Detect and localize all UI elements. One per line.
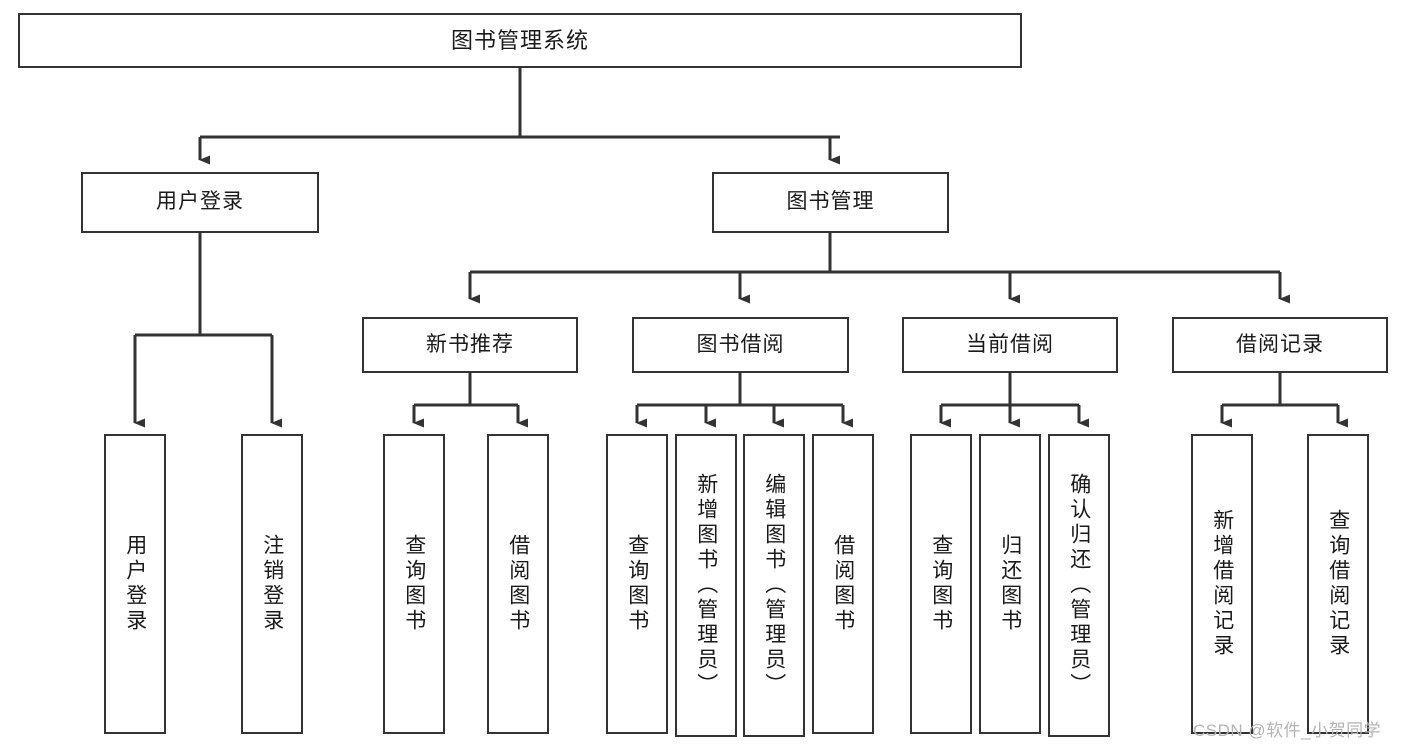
leaf-borrow-book-1-label: 借阅图书 [506,534,530,634]
leaf-borrow-book-2-label: 借阅图书 [831,534,855,634]
leaf-query-record-label: 查询借阅记录 [1326,509,1350,659]
node-book-manage[interactable]: 图书管理 [712,172,949,233]
leaf-borrow-book-2[interactable]: 借阅图书 [812,434,874,734]
leaf-borrow-book-1[interactable]: 借阅图书 [487,434,549,734]
leaf-query-book-2-label: 查询图书 [625,534,649,634]
leaf-confirm-return-label: 确认归还（管理员） [1067,473,1091,698]
leaf-add-book[interactable]: 新增图书（管理员） [675,434,737,737]
leaf-confirm-return[interactable]: 确认归还（管理员） [1048,434,1110,737]
node-user-login-label: 用户登录 [156,190,244,214]
leaf-add-book-label: 新增图书（管理员） [694,473,718,698]
node-new-book-recommend[interactable]: 新书推荐 [362,317,578,373]
node-root[interactable]: 图书管理系统 [18,13,1022,68]
node-current-borrow-label: 当前借阅 [966,332,1054,356]
leaf-edit-book[interactable]: 编辑图书（管理员） [743,434,805,737]
leaf-add-record[interactable]: 新增借阅记录 [1191,434,1253,734]
leaf-query-record[interactable]: 查询借阅记录 [1307,434,1369,734]
leaf-logout-label: 注销登录 [260,534,284,634]
node-borrow-record-label: 借阅记录 [1236,332,1324,356]
node-book-borrow-label: 图书借阅 [696,332,785,356]
node-user-login[interactable]: 用户登录 [81,172,319,233]
leaf-query-book-3-label: 查询图书 [929,534,953,634]
node-borrow-record[interactable]: 借阅记录 [1172,317,1388,373]
leaf-query-book-1[interactable]: 查询图书 [383,434,445,734]
leaf-logout[interactable]: 注销登录 [241,434,303,734]
node-current-borrow[interactable]: 当前借阅 [902,317,1118,373]
leaf-query-book-1-label: 查询图书 [402,534,426,634]
leaf-add-record-label: 新增借阅记录 [1210,509,1234,659]
leaf-query-book-3[interactable]: 查询图书 [910,434,972,734]
leaf-user-login[interactable]: 用户登录 [104,434,166,734]
watermark: CSDN @软件_小贺同学 [1193,721,1382,740]
node-root-label: 图书管理系统 [450,27,589,53]
leaf-user-login-label: 用户登录 [123,534,147,634]
node-new-book-recommend-label: 新书推荐 [426,332,514,356]
leaf-return-book[interactable]: 归还图书 [979,434,1041,734]
leaf-return-book-label: 归还图书 [998,534,1022,634]
leaf-edit-book-label: 编辑图书（管理员） [762,473,786,698]
node-book-manage-label: 图书管理 [786,190,875,214]
leaf-query-book-2[interactable]: 查询图书 [606,434,668,734]
node-book-borrow[interactable]: 图书借阅 [632,317,849,373]
